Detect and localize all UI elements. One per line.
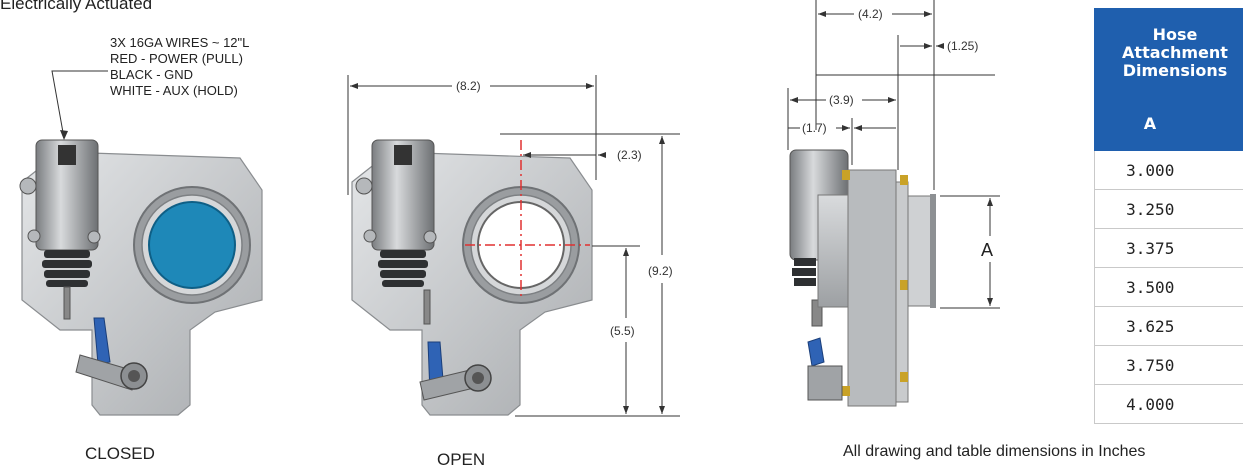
closed-view: CLOSED: [19, 139, 263, 463]
open-dimension-lines: [347, 75, 680, 417]
side-dim-3-9: (3.9): [829, 93, 854, 107]
table-row: 3.625: [1094, 306, 1243, 346]
side-dimension-lines: [787, 0, 1000, 309]
open-bellows: [378, 250, 428, 287]
closed-port-disc: [148, 201, 236, 289]
closed-link-arm: [93, 317, 111, 365]
open-caption: OPEN: [437, 450, 485, 467]
table-row: 3.750: [1094, 345, 1243, 385]
side-housing: [847, 169, 897, 407]
table-column-a: A: [1094, 97, 1243, 151]
dim-center-label: (5.5): [610, 324, 635, 338]
table-title-line-3: Dimensions: [1122, 61, 1228, 80]
side-dim-1-25: (1.25): [947, 39, 978, 53]
side-dim-1-7: (1.7): [802, 121, 827, 135]
wire-note-line-2: RED - POWER (PULL): [110, 51, 243, 66]
dim-height-label: (9.2): [648, 264, 673, 278]
table-title-line-1: Hose: [1152, 25, 1198, 44]
closed-solenoid-terminal: [58, 145, 76, 165]
open-solenoid-terminal: [394, 145, 412, 165]
table-title-line-2: Attachment: [1122, 43, 1228, 62]
table-row: 3.500: [1094, 267, 1243, 307]
leader-line: [51, 70, 108, 139]
wire-note-line-1: 3X 16GA WIRES ~ 12"L: [110, 35, 249, 50]
wire-note-line-3: BLACK - GND: [110, 67, 193, 82]
wire-note-line-4: WHITE - AUX (HOLD): [110, 83, 238, 98]
side-link-arm: [807, 337, 825, 367]
closed-caption: CLOSED: [85, 444, 155, 463]
side-dim-a: A: [981, 240, 993, 260]
table-title: Hose Attachment Dimensions: [1094, 8, 1243, 98]
table-row: 3.000: [1094, 150, 1243, 190]
table-row: 3.375: [1094, 228, 1243, 268]
open-view: (8.2) (2.3) (9.2) (5.5) OPEN: [347, 75, 680, 467]
dim-offset-label: (2.3): [617, 148, 642, 162]
table-row: 3.250: [1094, 189, 1243, 229]
side-dim-4-2: (4.2): [858, 7, 883, 21]
side-view: (4.2) (1.25) (3.9) (1.7) A: [787, 0, 1000, 407]
wire-note: 3X 16GA WIRES ~ 12"L RED - POWER (PULL) …: [51, 35, 249, 140]
dim-width-label: (8.2): [456, 79, 481, 93]
header-title: Electrically Actuated: [0, 0, 153, 13]
hose-dimension-table: Hose Attachment Dimensions A 3.000 3.250…: [1094, 8, 1243, 424]
units-footnote: All drawing and table dimensions in Inch…: [843, 443, 1146, 460]
table-row: 4.000: [1094, 384, 1243, 424]
leader-arrow: [60, 130, 68, 140]
closed-bellows: [42, 250, 92, 287]
open-centerlines: [465, 140, 590, 300]
